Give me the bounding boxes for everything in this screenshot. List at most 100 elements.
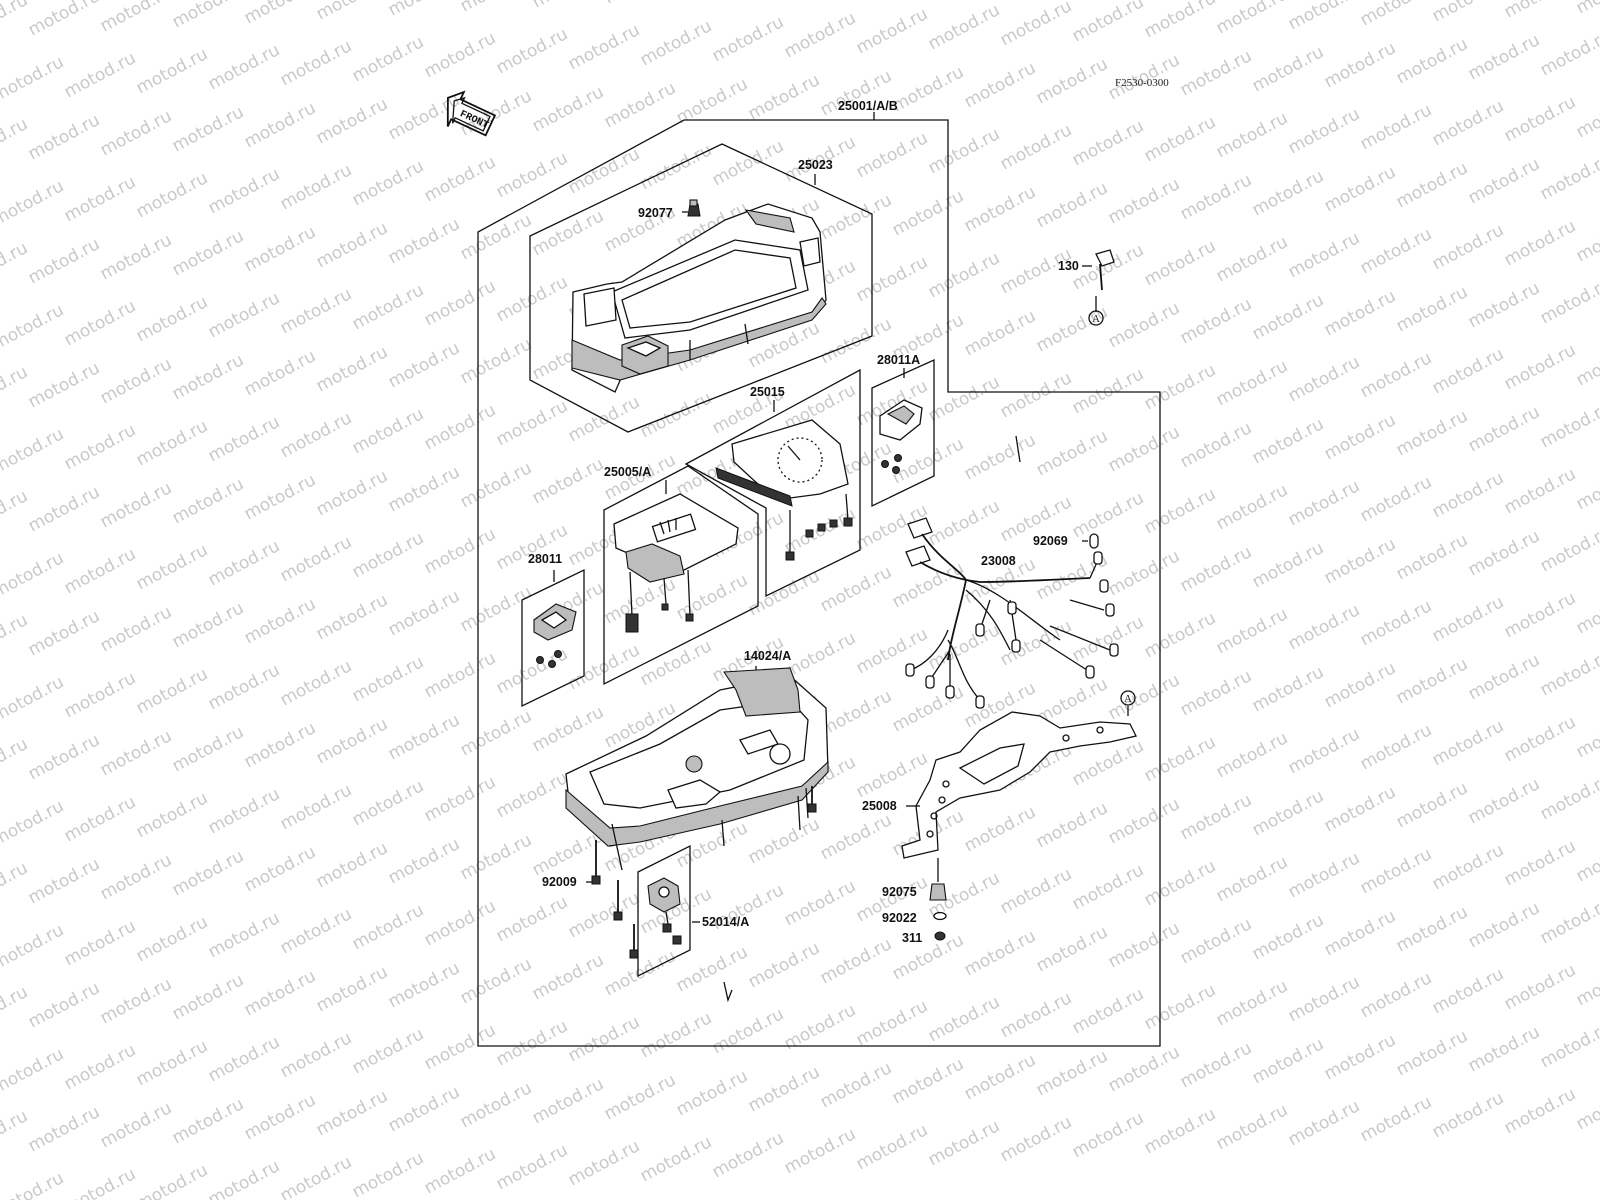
watermark-text: motod.ru (313, 218, 391, 272)
watermark-text: motod.ru (1537, 1018, 1600, 1072)
watermark-text: motod.ru (889, 62, 967, 116)
label-gauge-fuel: 28011A (877, 353, 920, 367)
assembly-boundary (477, 119, 1161, 1047)
watermark-text: motod.ru (349, 280, 427, 334)
watermark-text: motod.ru (961, 182, 1039, 236)
watermark-text: motod.ru (421, 400, 499, 454)
watermark-text: motod.ru (997, 1112, 1075, 1166)
watermark-text: motod.ru (385, 338, 463, 392)
watermark-text: motod.ru (493, 396, 571, 450)
watermark-text: motod.ru (1213, 1100, 1291, 1154)
fastener-stack: 92075 92022 311 (882, 858, 947, 945)
watermark-text: motod.ru (97, 230, 175, 284)
watermark-text: motod.ru (1213, 852, 1291, 906)
label-assembly: 25001/A/B (838, 99, 898, 113)
watermark-text: motod.ru (853, 4, 931, 58)
watermark-text: motod.ru (673, 0, 751, 4)
watermark-text: motod.ru (205, 164, 283, 218)
watermark-text: motod.ru (133, 664, 211, 718)
label-speedometer: 25005/A (604, 465, 651, 479)
watermark-text: motod.ru (1537, 646, 1600, 700)
watermark-text: motod.ru (1573, 832, 1600, 886)
watermark-text: motod.ru (1249, 166, 1327, 220)
watermark-text: motod.ru (1285, 972, 1363, 1026)
watermark-text: motod.ru (817, 562, 895, 616)
watermark-text: motod.ru (1285, 352, 1363, 406)
watermark-text: motod.ru (385, 214, 463, 268)
watermark-text: motod.ru (1429, 592, 1507, 646)
watermark-text: motod.ru (385, 462, 463, 516)
ref-marker-a-bottom (1120, 690, 1136, 706)
watermark-text: motod.ru (1321, 286, 1399, 340)
watermark-text: motod.ru (745, 938, 823, 992)
watermark-text: motod.ru (1105, 546, 1183, 600)
watermark-text: motod.ru (925, 124, 1003, 178)
watermark-text: motod.ru (1429, 1088, 1507, 1142)
watermark-text: motod.ru (421, 1020, 499, 1074)
watermark-text: motod.ru (0, 1168, 67, 1200)
watermark-text: motod.ru (529, 454, 607, 508)
watermark-text: motod.ru (241, 594, 319, 648)
watermark-text: motod.ru (1429, 840, 1507, 894)
watermark-text: motod.ru (1249, 910, 1327, 964)
watermark-text: motod.ru (1357, 596, 1435, 650)
watermark-text: motod.ru (1105, 794, 1183, 848)
watermark-text: motod.ru (0, 238, 31, 292)
watermark-text: motod.ru (1321, 38, 1399, 92)
watermark-text: motod.ru (1573, 956, 1600, 1010)
watermark-text: motod.ru (1357, 1092, 1435, 1146)
watermark-text: motod.ru (961, 306, 1039, 360)
watermark-text: motod.ru (1285, 724, 1363, 778)
watermark-text: motod.ru (1177, 418, 1255, 472)
watermark-text: motod.ru (781, 1124, 859, 1178)
label-case-bottom: 14024/A (744, 649, 791, 663)
watermark-text: motod.ru (25, 730, 103, 784)
label-spacer: 92075 (882, 885, 917, 899)
watermark-text: motod.ru (421, 276, 499, 330)
watermark-text: motod.ru (529, 702, 607, 756)
watermark-text: motod.ru (1249, 414, 1327, 468)
watermark-text: motod.ru (1105, 1042, 1183, 1096)
svg-text:A: A (1124, 693, 1132, 705)
watermark-text: motod.ru (1249, 662, 1327, 716)
watermark-text: motod.ru (1249, 42, 1327, 96)
watermark-text: motod.ru (1069, 1108, 1147, 1162)
watermark-text: motod.ru (1357, 968, 1435, 1022)
watermark-text: motod.ru (709, 1128, 787, 1182)
watermark-text: motod.ru (1141, 980, 1219, 1034)
watermark-text: motod.ru (1213, 480, 1291, 534)
watermark-text: motod.ru (349, 1148, 427, 1200)
watermark-text: motod.ru (1501, 464, 1579, 518)
watermark-text: motod.ru (97, 850, 175, 904)
label-bolt: 130 (1058, 259, 1079, 273)
watermark-text: motod.ru (1069, 240, 1147, 294)
watermark-text: motod.ru (0, 424, 67, 478)
watermark-text: motod.ru (1465, 526, 1543, 580)
label-washer: 92022 (882, 911, 917, 925)
watermark-text: motod.ru (313, 838, 391, 892)
watermark-text: motod.ru (277, 1152, 355, 1200)
watermark-text: motod.ru (1141, 856, 1219, 910)
watermark-text: motod.ru (1141, 236, 1219, 290)
watermark-text: motod.ru (1537, 26, 1600, 80)
watermark-text: motod.ru (1465, 650, 1543, 704)
watermark-text: motod.ru (61, 916, 139, 970)
watermark-text: motod.ru (0, 486, 31, 540)
label-gauge-temp: 28011 (528, 552, 562, 566)
label-bulb-socket-top: 92077 (638, 206, 673, 220)
watermark-text: motod.ru (1213, 108, 1291, 162)
watermark-text: motod.ru (1213, 232, 1291, 286)
watermark-text: motod.ru (1465, 402, 1543, 456)
watermark-text: motod.ru (1105, 670, 1183, 724)
watermark-text: motod.ru (61, 48, 139, 102)
watermark-text: motod.ru (1321, 782, 1399, 836)
watermark-text: motod.ru (493, 1140, 571, 1194)
watermark-text: motod.ru (0, 610, 31, 664)
watermark-text: motod.ru (1141, 608, 1219, 662)
watermark-text: motod.ru (169, 1094, 247, 1148)
watermark-text: motod.ru (1537, 522, 1600, 576)
watermark-text: motod.ru (1213, 976, 1291, 1030)
watermark-text: motod.ru (997, 864, 1075, 918)
watermark-text: motod.ru (1141, 112, 1219, 166)
watermark-text: motod.ru (205, 660, 283, 714)
